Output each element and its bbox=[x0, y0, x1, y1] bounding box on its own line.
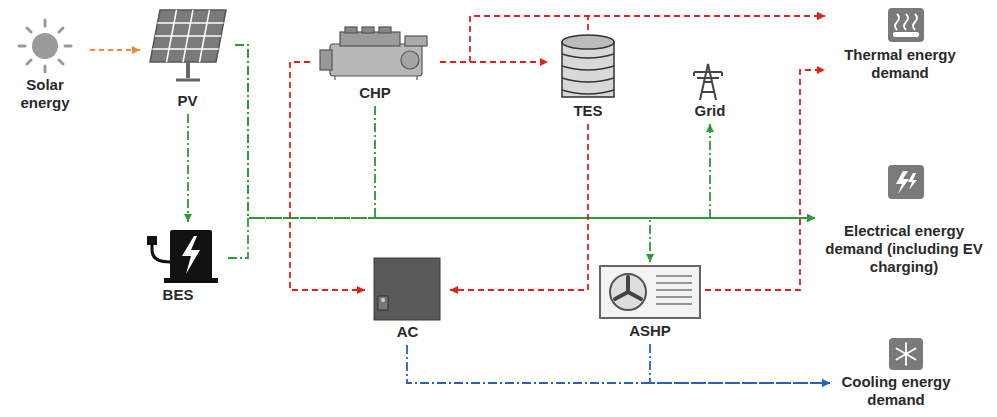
energy-flow-connector bbox=[588, 16, 825, 30]
energy-flow-connector bbox=[235, 45, 815, 218]
energy-flow-connector bbox=[650, 344, 830, 383]
energy-flow-connector bbox=[450, 124, 588, 290]
heat-pump-node: ASHP bbox=[595, 262, 705, 344]
cooling-demand-icon bbox=[889, 338, 923, 370]
energy-flow-connector bbox=[440, 61, 548, 63]
component-label: Grid bbox=[695, 102, 726, 120]
component-label: Electrical energy demand (including EV c… bbox=[818, 222, 990, 276]
energy-flow-connector bbox=[375, 106, 815, 218]
bes-node: BES bbox=[128, 222, 228, 308]
energy-flow-connector bbox=[90, 49, 140, 51]
thermal-demand-icon bbox=[888, 8, 924, 42]
component-label: Thermal energy demand bbox=[827, 46, 973, 82]
energy-flow-connector bbox=[290, 62, 365, 290]
component-label: Solar energy bbox=[14, 76, 76, 112]
demand-node: Cooling energy demand bbox=[830, 335, 962, 413]
demand-node: Thermal energy demand bbox=[825, 4, 975, 86]
component-label: ASHP bbox=[629, 322, 671, 340]
component-label: AC bbox=[397, 323, 419, 341]
energy-flow-connector bbox=[187, 114, 189, 222]
energy-flow-connector bbox=[228, 218, 815, 258]
grid-node: Grid bbox=[680, 58, 740, 124]
component-label: Cooling energy demand bbox=[832, 373, 960, 409]
chp-node: CHP bbox=[310, 22, 440, 106]
tes-tank-icon bbox=[562, 35, 614, 97]
source-node: Solar energy bbox=[0, 22, 90, 116]
energy-flow-connector bbox=[440, 16, 825, 62]
component-label: CHP bbox=[359, 84, 391, 102]
component-label: BES bbox=[163, 286, 194, 304]
sun-icon bbox=[19, 20, 71, 72]
storage-node: TES bbox=[548, 30, 628, 124]
heat-pump-icon bbox=[600, 266, 700, 318]
absorption-chiller-icon bbox=[374, 258, 440, 320]
pv-node: PV bbox=[140, 4, 235, 114]
component-label: TES bbox=[573, 102, 602, 120]
electrical-demand-icon bbox=[888, 165, 924, 199]
energy-flow-connector bbox=[407, 345, 830, 383]
pv-panel-icon bbox=[150, 10, 226, 80]
grid-tower-icon bbox=[694, 64, 722, 100]
demand-node: Electrical energy demand (including EV c… bbox=[815, 160, 993, 280]
chiller-node: AC bbox=[365, 255, 450, 345]
bes-charger-icon bbox=[147, 230, 218, 283]
chp-engine-icon bbox=[320, 27, 427, 80]
component-label: PV bbox=[177, 92, 197, 110]
